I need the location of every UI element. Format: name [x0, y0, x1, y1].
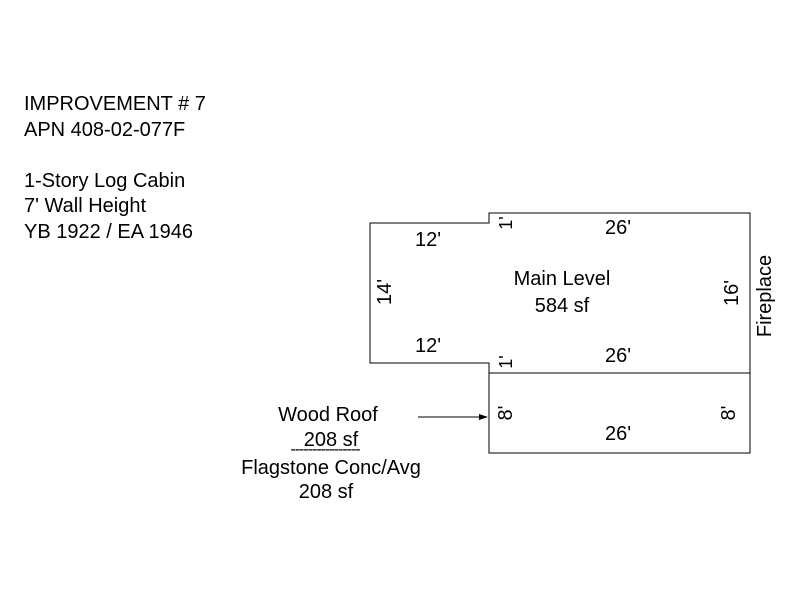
- main-level-name: Main Level: [513, 268, 611, 290]
- porch-bottom-label: Flagstone Conc/Avg: [241, 457, 421, 479]
- apn-label: APN 408-02-077F: [24, 119, 186, 141]
- dim-right-side: 16': [721, 279, 743, 307]
- dim-bottom-left: 12': [414, 335, 442, 357]
- wall-height-label: 7' Wall Height: [24, 195, 147, 217]
- porch-divider: ----------------: [290, 441, 360, 458]
- building-description: 1-Story Log Cabin: [24, 170, 186, 192]
- porch-outline: [488, 372, 751, 454]
- improvement-label: IMPROVEMENT # 7: [24, 93, 206, 115]
- year-built-label: YB 1922 / EA 1946: [24, 221, 194, 243]
- dim-step-top: 1': [496, 216, 516, 230]
- dim-top-right: 26': [604, 217, 632, 239]
- dim-bottom-right: 26': [604, 345, 632, 367]
- porch-dim-right: 8': [718, 405, 740, 421]
- porch-dim-bottom: 26': [604, 423, 632, 445]
- main-level-area: 584 sf: [534, 295, 590, 317]
- dim-left-side: 14': [374, 278, 396, 306]
- porch-arrow-head: [479, 414, 488, 420]
- porch-dim-left: 8': [495, 405, 517, 421]
- dim-step-bottom: 1': [496, 355, 516, 369]
- fireplace-label: Fireplace: [754, 254, 776, 338]
- porch-bottom-area: 208 sf: [298, 481, 354, 503]
- porch-top-area: 208 sf: [303, 429, 359, 451]
- dim-top-left: 12': [414, 229, 442, 251]
- porch-top-label: Wood Roof: [278, 404, 378, 426]
